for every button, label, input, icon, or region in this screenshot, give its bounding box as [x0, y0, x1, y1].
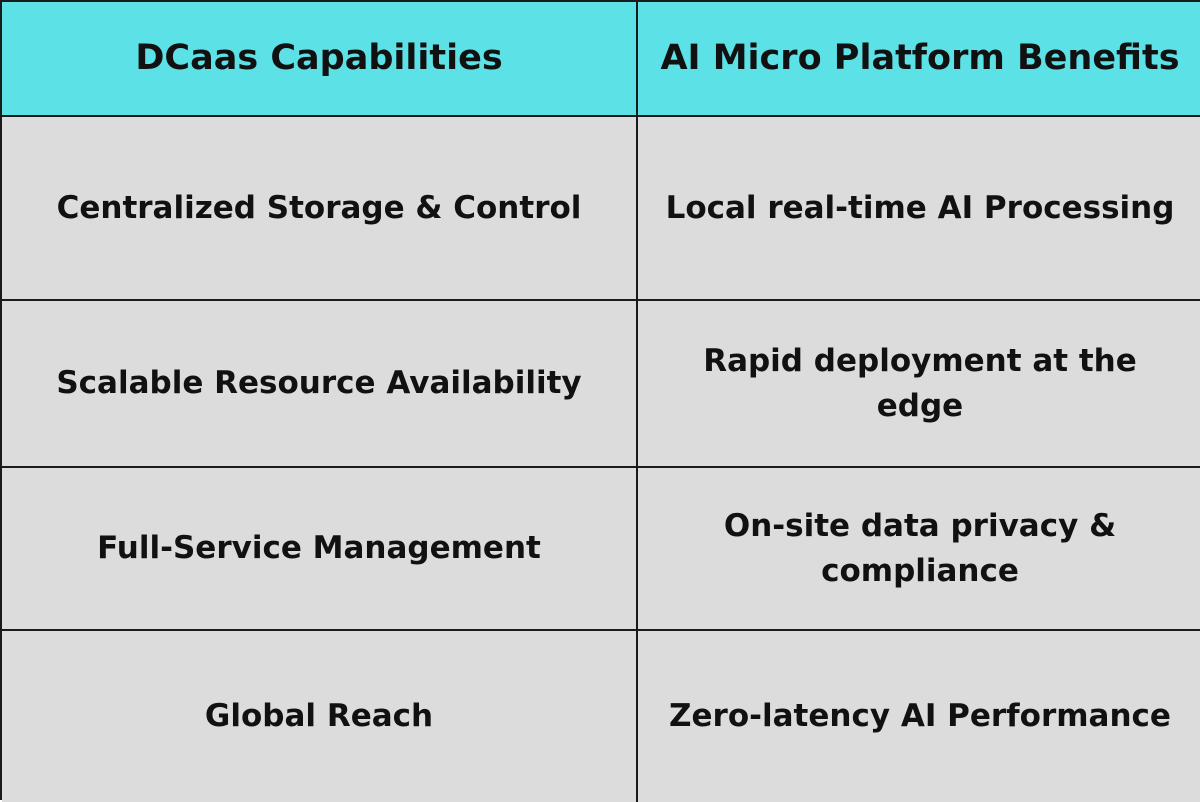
row-1-benefit: Local real-time AI Processing	[638, 117, 1200, 301]
header-ai-micro-platform-benefits: AI Micro Platform Benefits	[638, 2, 1200, 117]
header-dcaas-capabilities: DCaas Capabilities	[2, 2, 638, 117]
row-3-capability: Full-Service Management	[2, 468, 638, 631]
row-4-benefit: Zero-latency AI Performance	[638, 631, 1200, 802]
row-2-benefit: Rapid deployment at the edge	[638, 301, 1200, 468]
row-4-capability: Global Reach	[2, 631, 638, 802]
row-2-capability: Scalable Resource Availability	[2, 301, 638, 468]
row-3-benefit: On-site data privacy & compliance	[638, 468, 1200, 631]
row-1-capability: Centralized Storage & Control	[2, 117, 638, 301]
